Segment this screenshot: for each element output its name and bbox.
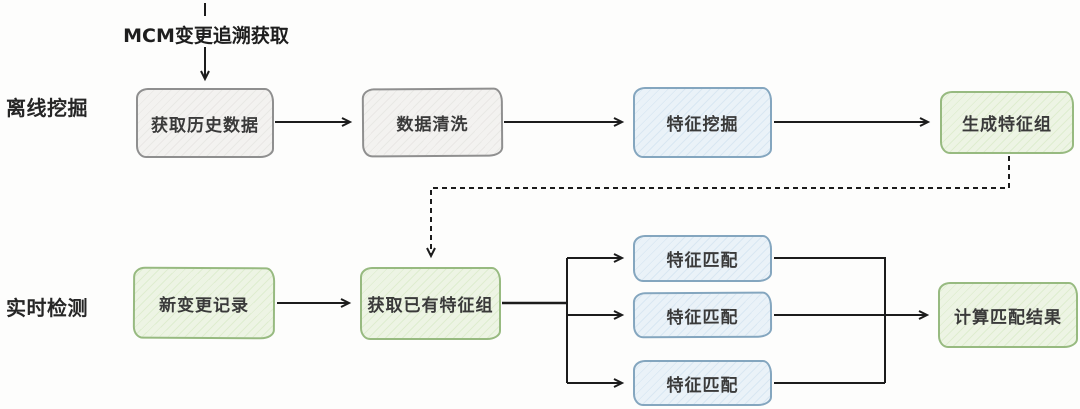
- row-label-offline-mining: 离线挖掘: [6, 96, 88, 120]
- annotation-mcm-change-trace: MCM变更追溯获取: [123, 25, 289, 47]
- node-get-existing-feature-group: 获取已有特征组: [360, 267, 501, 340]
- node-feature-mining: 特征挖掘: [633, 87, 772, 158]
- edge-gen-feature-group-to-get-feature-group-dashed: [426, 156, 1010, 259]
- node-feature-match-1: 特征匹配: [633, 235, 772, 282]
- node-compute-match-result: 计算匹配结果: [938, 282, 1078, 348]
- edge-merge-from-matches: [774, 257, 886, 384]
- node-generate-feature-group: 生成特征组: [940, 91, 1074, 154]
- row-label-realtime-detection: 实时检测: [6, 296, 88, 320]
- node-get-history-data: 获取历史数据: [136, 88, 274, 158]
- node-feature-match-3: 特征匹配: [633, 360, 772, 406]
- node-feature-match-2: 特征匹配: [632, 291, 773, 339]
- node-new-change-record: 新变更记录: [132, 266, 276, 340]
- node-data-cleaning: 数据清洗: [361, 87, 504, 158]
